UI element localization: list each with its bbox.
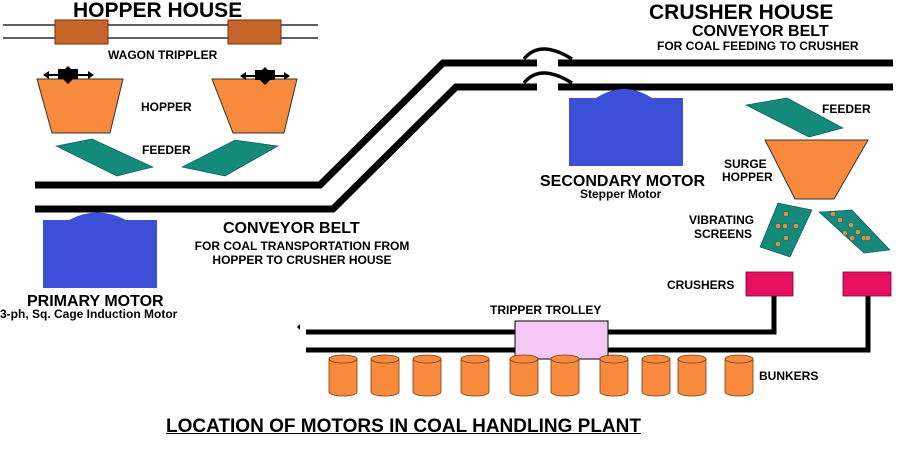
wagon-right (227, 19, 282, 45)
tick-mark (297, 324, 300, 330)
primary-motor-label: PRIMARY MOTOR (27, 293, 164, 310)
crusher-conveyor-desc: FOR COAL FEEDING TO CRUSHER (657, 39, 859, 53)
crushers-label: CRUSHERS (667, 278, 735, 292)
vibrator-arrow-icon-right (240, 67, 290, 85)
main-conveyor-bottom-strand (35, 83, 537, 213)
vibrating-screens-label-line2: SCREENS (694, 227, 753, 241)
bunker (460, 354, 490, 397)
diagram-title: LOCATION OF MOTORS IN COAL HANDLING PLAN… (166, 416, 641, 437)
primary-motor-shape (43, 212, 157, 288)
crusher-conveyor-title: CONVEYOR BELT (692, 23, 829, 40)
feeder-left-2 (181, 139, 279, 177)
bunker (412, 354, 442, 397)
wagon-trippler-label: WAGON TRIPPLER (108, 48, 218, 62)
crusher-house-title: CRUSHER HOUSE (649, 1, 834, 24)
screen-ore-dots-left (775, 211, 799, 247)
feeder-right (745, 97, 844, 138)
secondary-motor-type: Stepper Motor (580, 187, 662, 201)
primary-motor-type: 3-ph, Sq. Cage Induction Motor (0, 307, 178, 321)
feeder-left-1 (55, 138, 154, 177)
bunkers-group (328, 354, 754, 397)
surge-hopper (764, 139, 869, 200)
junction-arc-top (522, 47, 573, 61)
surge-hopper-label-line2: HOPPER (722, 170, 773, 184)
hopper-left (36, 78, 124, 134)
vibrating-screen-left (759, 202, 813, 258)
junction-arc-bottom (522, 71, 573, 85)
vibrator-arrow-icon-left (43, 66, 94, 84)
bunker (509, 354, 539, 397)
crusher-left (745, 271, 794, 297)
screen-ore-dots-right (830, 211, 871, 241)
bunker (550, 354, 580, 397)
crusher-right (842, 271, 892, 297)
bunker (599, 354, 629, 397)
main-conveyor-top-strand (35, 59, 537, 189)
feeder-right-label: FEEDER (822, 102, 871, 116)
bunker-conveyor-bottom-strand (306, 296, 871, 353)
hopper-house-title: HOPPER HOUSE (73, 0, 243, 22)
main-conveyor-title: CONVEYOR BELT (223, 220, 360, 237)
wagon-left (54, 19, 109, 45)
secondary-motor-shape (569, 89, 683, 166)
tripper-trolley-label: TRIPPER TROLLEY (490, 303, 602, 317)
bunker (724, 354, 754, 397)
bunker (677, 354, 707, 397)
surge-hopper-label-line1: SURGE (724, 157, 767, 171)
vibrating-screen-right (818, 209, 891, 254)
secondary-motor-label: SECONDARY MOTOR (540, 173, 706, 190)
bunker (370, 354, 400, 397)
main-conveyor-desc-line1: FOR COAL TRANSPORTATION FROM (194, 239, 410, 253)
bunker-conveyor-top-strand (306, 296, 777, 335)
bunkers-label: BUNKERS (759, 369, 819, 383)
tripper-trolley-shape (514, 320, 609, 360)
bunker (328, 354, 358, 397)
bunker (641, 354, 671, 397)
hopper-label: HOPPER (141, 100, 192, 114)
hopper-right (211, 78, 298, 134)
feeder-left-label: FEEDER (142, 143, 191, 157)
main-conveyor-desc-line2: HOPPER TO CRUSHER HOUSE (212, 253, 392, 267)
vibrating-screens-label-line1: VIBRATING (689, 213, 755, 227)
